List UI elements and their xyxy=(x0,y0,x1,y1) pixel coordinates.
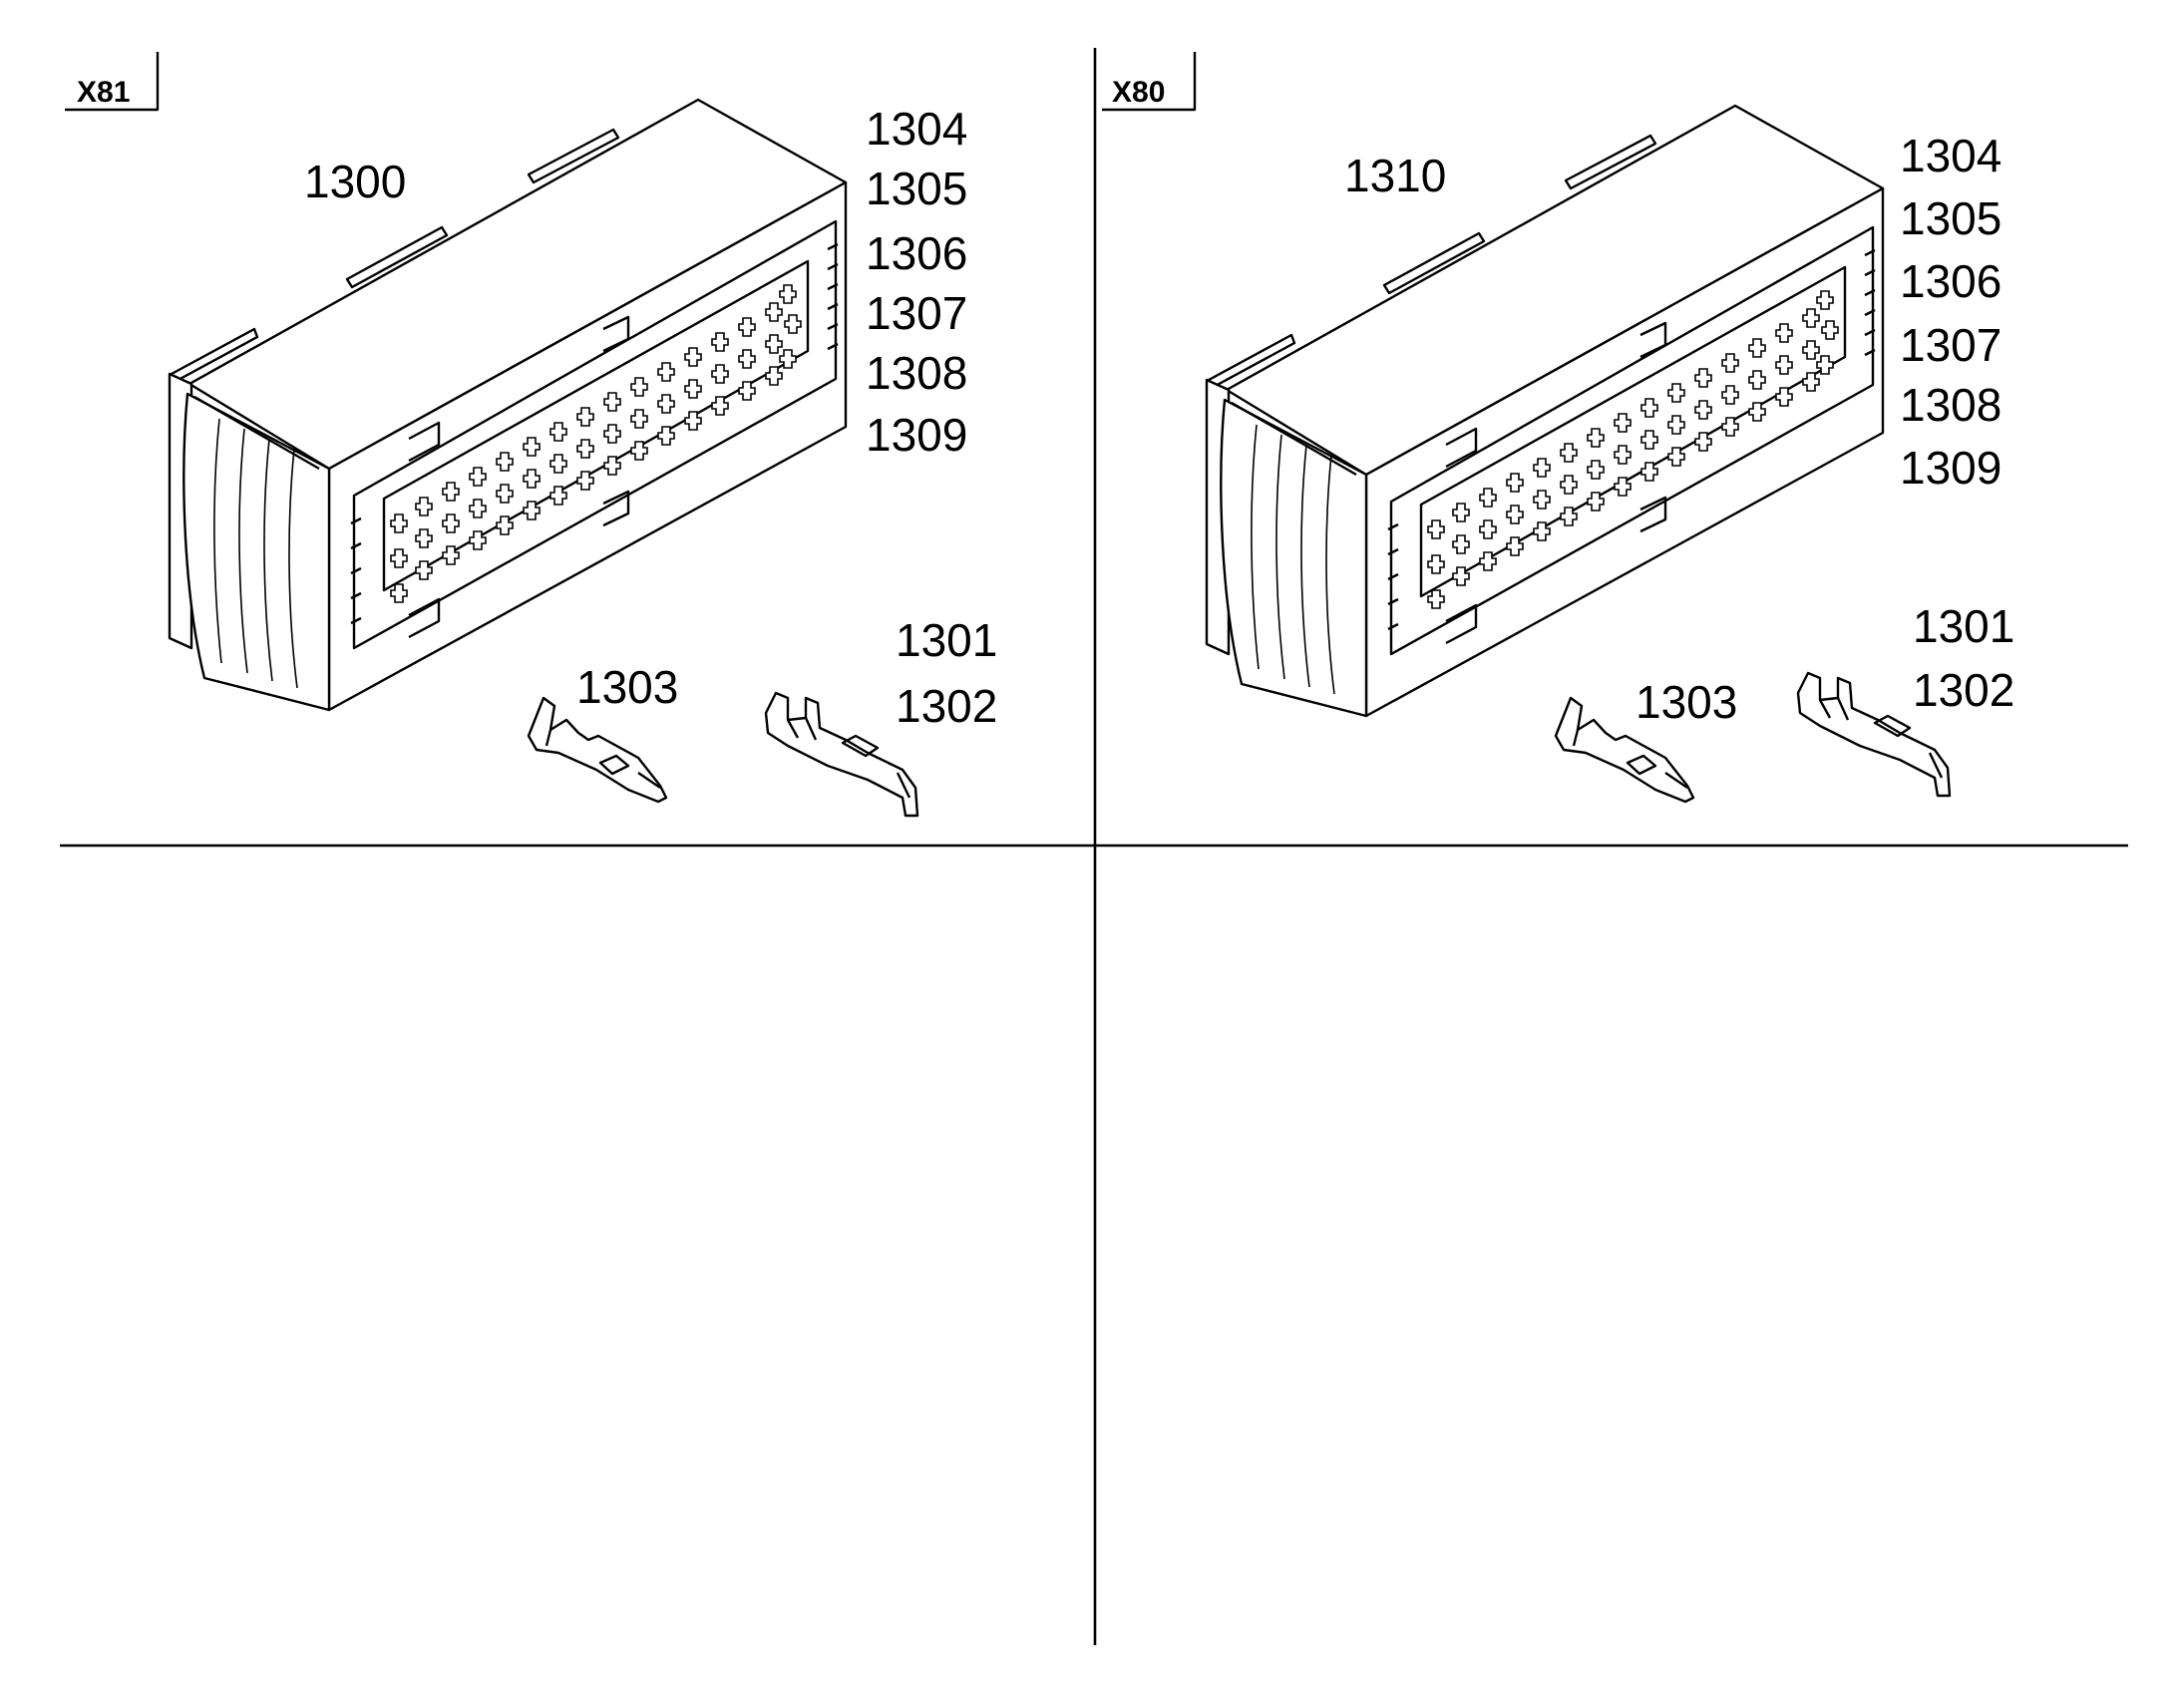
panel-tag-label: X80 xyxy=(1112,76,1165,109)
callout-terminal-a: 1301 xyxy=(1913,600,2014,652)
callout-terminal-c: 1303 xyxy=(576,661,678,713)
callout-seal-1: 1304 xyxy=(866,103,967,155)
panel-tag-label: X81 xyxy=(77,76,130,109)
callout-seal-2: 1305 xyxy=(866,163,967,214)
callout-seal-2: 1305 xyxy=(1900,192,2001,244)
callout-seal-6: 1309 xyxy=(1900,442,2001,494)
callout-seal-3: 1306 xyxy=(866,227,967,279)
callout-seal-4: 1307 xyxy=(1900,319,2001,371)
callout-seal-5: 1308 xyxy=(866,347,967,399)
panel-x80: X80 1310 1304 1305 1306 1307 1308 1309 1… xyxy=(1102,52,2014,804)
panel-tag-frame xyxy=(65,52,160,112)
callout-terminal-c: 1303 xyxy=(1635,676,1737,728)
panel-x81: X81 1300 1304 1305 1306 1307 1308 1309 1… xyxy=(65,52,997,818)
callout-housing: 1300 xyxy=(304,156,406,207)
callout-seal-3: 1306 xyxy=(1900,255,2001,307)
callout-terminal-b: 1302 xyxy=(896,680,997,732)
callout-seal-4: 1307 xyxy=(866,287,967,339)
callout-seal-6: 1309 xyxy=(866,409,967,461)
callout-terminal-a: 1301 xyxy=(896,614,997,666)
callout-housing: 1310 xyxy=(1344,150,1446,201)
connector-housing-drawing xyxy=(1207,106,1883,716)
callout-seal-1: 1304 xyxy=(1900,130,2001,181)
connector-housing-drawing xyxy=(170,100,846,710)
panel-tag-frame xyxy=(1102,52,1197,112)
callout-terminal-b: 1302 xyxy=(1913,664,2014,716)
callout-seal-5: 1308 xyxy=(1900,379,2001,431)
terminal-small-drawing xyxy=(527,696,668,804)
